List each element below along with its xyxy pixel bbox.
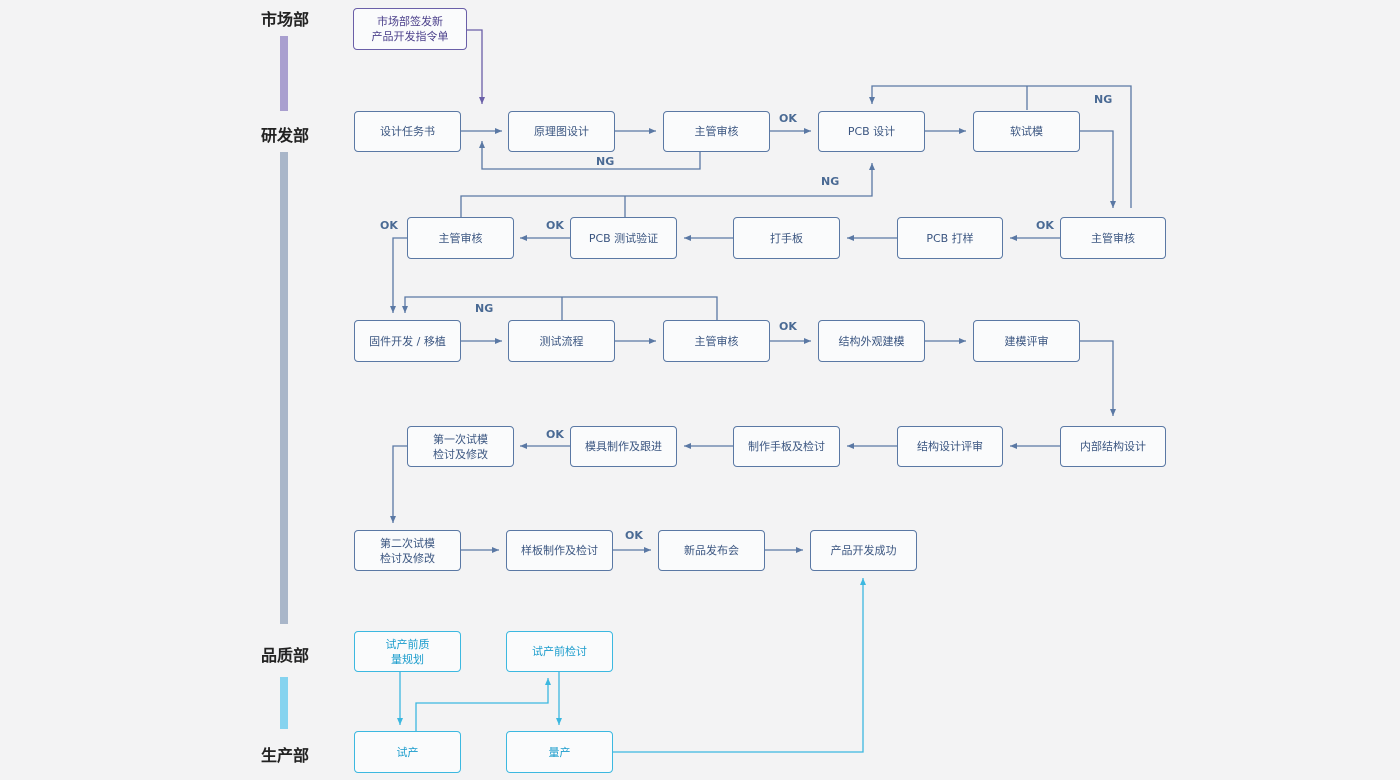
node-model-review: 建模评审 — [973, 320, 1080, 362]
node-mold-making: 模具制作及跟进 — [570, 426, 677, 467]
node-structure-modeling: 结构外观建模 — [818, 320, 925, 362]
connector-ng-loop-2 — [869, 85, 1132, 208]
node-review-schematic: 主管审核 — [663, 111, 770, 152]
connector-ng-loop-3 — [460, 163, 875, 217]
node-market-dev-order: 市场部签发新 产品开发指令单 — [353, 8, 467, 50]
edge-label-ok: OK — [779, 320, 797, 333]
node-pcb-sample: PCB 打样 — [897, 217, 1003, 259]
edge-label-ok: OK — [546, 428, 564, 441]
node-hand-board: 打手板 — [733, 217, 840, 259]
node-internal-structure: 内部结构设计 — [1060, 426, 1166, 467]
connector-ng-loop-1 — [479, 141, 701, 170]
connector-ng-loop-4 — [402, 296, 718, 320]
market-lane-bar — [280, 36, 288, 111]
edge-label-ok: OK — [625, 529, 643, 542]
node-hand-sample: 制作手板及检讨 — [733, 426, 840, 467]
node-first-trial: 第一次试模 检讨及修改 — [407, 426, 514, 467]
edge-label-ok: OK — [380, 219, 398, 232]
node-design-task: 设计任务书 — [354, 111, 461, 152]
node-launch-event: 新品发布会 — [658, 530, 765, 571]
edge-label-ok: OK — [779, 112, 797, 125]
dept-rd: 研发部 — [260, 126, 309, 145]
dept-production: 生产部 — [260, 746, 309, 765]
node-firmware: 固件开发 / 移植 — [354, 320, 461, 362]
dept-market: 市场部 — [260, 10, 309, 29]
connector — [415, 678, 551, 731]
edge-label-ng: NG — [596, 155, 615, 168]
production-lane-bar — [280, 677, 288, 729]
edge-label-ok: OK — [1036, 219, 1054, 232]
node-review-test: 主管审核 — [407, 217, 514, 259]
node-sample-making: 样板制作及检讨 — [506, 530, 613, 571]
connector-mass-production-to-success — [613, 578, 866, 753]
dept-quality: 品质部 — [260, 646, 309, 665]
connector — [390, 237, 407, 313]
node-pcb-design: PCB 设计 — [818, 111, 925, 152]
node-review-firmware: 主管审核 — [663, 320, 770, 362]
node-second-trial: 第二次试模 检讨及修改 — [354, 530, 461, 571]
edge-label-ng: NG — [475, 302, 494, 315]
connector — [1080, 130, 1116, 208]
node-review-pcb: 主管审核 — [1060, 217, 1166, 259]
connector — [390, 445, 407, 523]
node-trial-production: 试产 — [354, 731, 461, 773]
node-schematic-design: 原理图设计 — [508, 111, 615, 152]
node-dev-success: 产品开发成功 — [810, 530, 917, 571]
rd-lane-bar — [280, 152, 288, 624]
node-test-flow: 测试流程 — [508, 320, 615, 362]
node-pre-production-review: 试产前检讨 — [506, 631, 613, 672]
edge-label-ng: NG — [1094, 93, 1113, 106]
node-pcb-test: PCB 测试验证 — [570, 217, 677, 259]
connector-market-to-task — [467, 29, 485, 104]
node-quality-planning: 试产前质 量规划 — [354, 631, 461, 672]
edge-label-ok: OK — [546, 219, 564, 232]
node-soft-mold: 软试模 — [973, 111, 1080, 152]
node-structure-review: 结构设计评审 — [897, 426, 1003, 467]
node-mass-production: 量产 — [506, 731, 613, 773]
connector — [1080, 340, 1116, 416]
edge-label-ng: NG — [821, 175, 840, 188]
